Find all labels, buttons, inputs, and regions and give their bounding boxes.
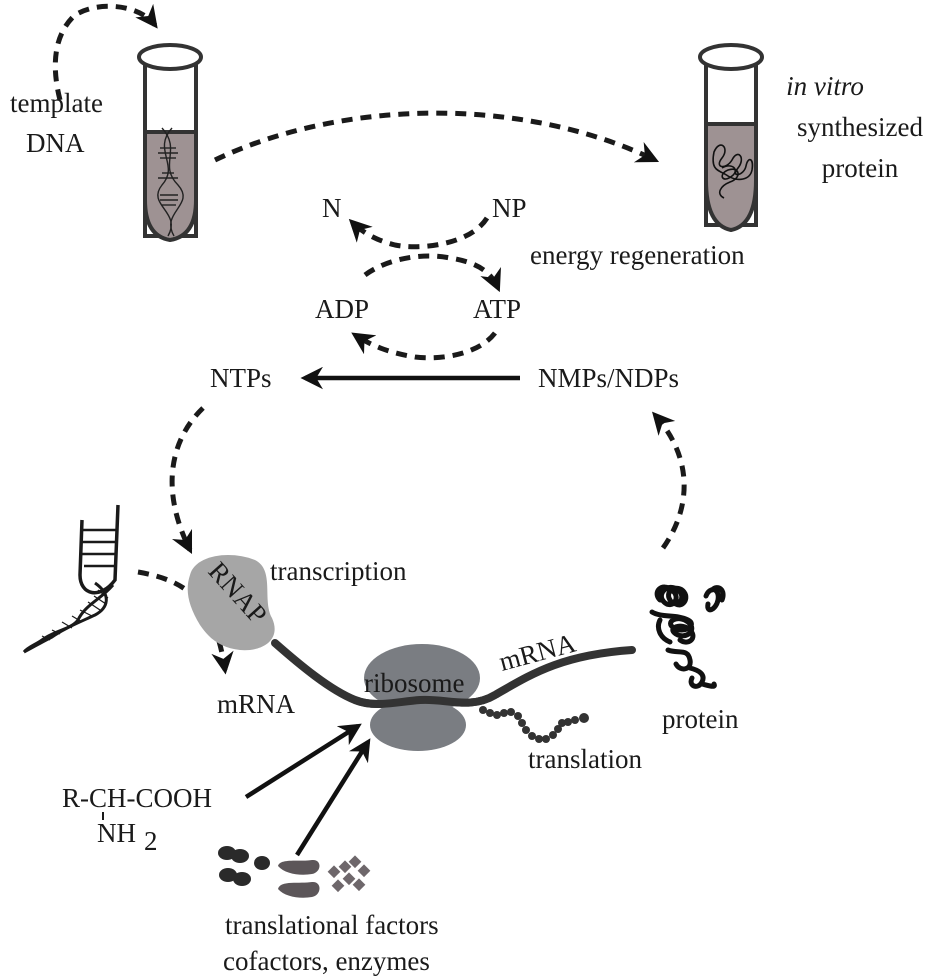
rnap-shape [187,555,275,651]
factors-line2-label: cofactors, enzymes [223,946,430,976]
amino-acid-formula: R-CH-COOH [62,783,212,813]
loop-arrow [52,3,158,101]
translation-label: translation [528,744,642,774]
polypeptide-chain [479,706,589,743]
np-to-n-arrow [348,216,490,250]
mrna-left-label: mRNA [217,689,296,719]
tube-to-tube-arrow [213,110,660,163]
amino-acid-arrow [244,723,362,799]
dna-helix-icon [22,504,120,654]
ribosome-shape [353,644,498,751]
protein-bottom-label: protein [662,704,739,734]
ntps-to-rnap-arrow [169,406,205,555]
test-tube-protein-icon [698,43,764,233]
dna-label: DNA [26,128,85,158]
template-label: template [10,88,103,118]
atp-label: ATP [473,294,521,324]
protein-top-label: protein [822,153,899,183]
factors-arrow [295,738,371,857]
ribosome-label: ribosome [364,668,465,698]
amino-group-label: NH [97,818,136,848]
np-label: NP [492,193,527,223]
test-tube-dna-icon [137,43,203,243]
n-label: N [322,193,342,223]
ntps-label: NTPs [210,363,272,393]
translation-factors-icon [218,846,371,898]
nmps-ndps-label: NMPs/NDPs [538,363,679,393]
protein-to-nmps-arrow [652,411,687,550]
synthesized-label: synthesized [797,112,923,142]
adp-to-atp-arrow [363,253,501,293]
factors-line1-label: translational factors [225,910,439,940]
adp-label: ADP [315,294,369,324]
atp-to-adp-arrow [351,331,497,361]
energy-regeneration-label: energy regeneration [530,240,745,270]
transcription-label: transcription [270,556,407,586]
in-vitro-label: in vitro [786,71,864,101]
protein-coil-icon [649,584,726,689]
amino-subscript: 2 [144,826,158,856]
